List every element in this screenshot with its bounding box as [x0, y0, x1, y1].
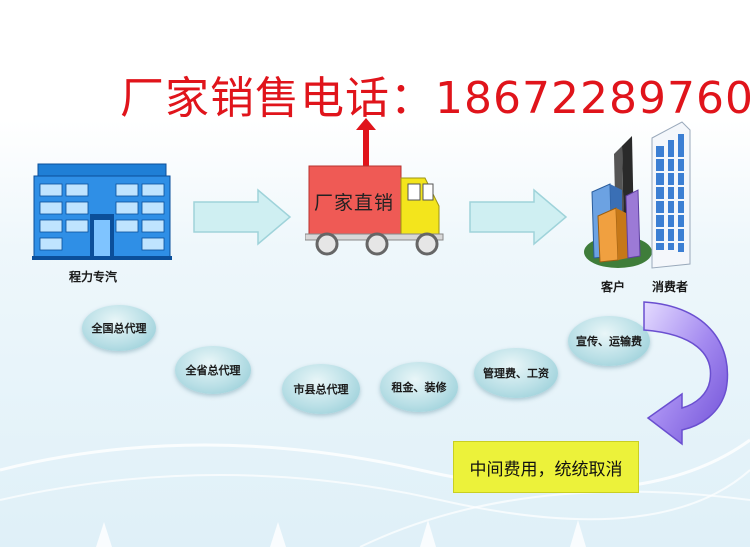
bubble-national-agent: 全国总代理: [82, 305, 156, 351]
right-arrow-1-icon: [193, 188, 292, 246]
cost-removed-note: 中间费用，统统取消: [453, 441, 639, 493]
consumer-label: 消费者: [652, 280, 689, 294]
up-arrow-icon: [356, 118, 376, 166]
customer-label: 客户: [601, 280, 626, 294]
office-tower-icon: [651, 121, 691, 269]
curved-arrow-icon: [643, 301, 729, 446]
factory-building-icon: [32, 163, 172, 260]
bubble-promotion-transport: 宣传、运输费: [568, 316, 650, 366]
bubble-province-agent: 全省总代理: [175, 346, 251, 394]
sales-phone-headline: 厂家销售电话：18672289760: [120, 73, 750, 124]
bubble-rent-decoration: 租金、装修: [380, 362, 458, 412]
right-arrow-2-icon: [469, 188, 568, 246]
city-buildings-icon: [584, 136, 652, 268]
bubble-management-wages: 管理费、工资: [474, 348, 558, 398]
truck-label: 厂家直销: [314, 192, 395, 214]
factory-label: 程力专汽: [69, 270, 118, 284]
bubble-city-county-agent: 市县总代理: [282, 364, 360, 414]
truck-icon: [305, 165, 444, 256]
